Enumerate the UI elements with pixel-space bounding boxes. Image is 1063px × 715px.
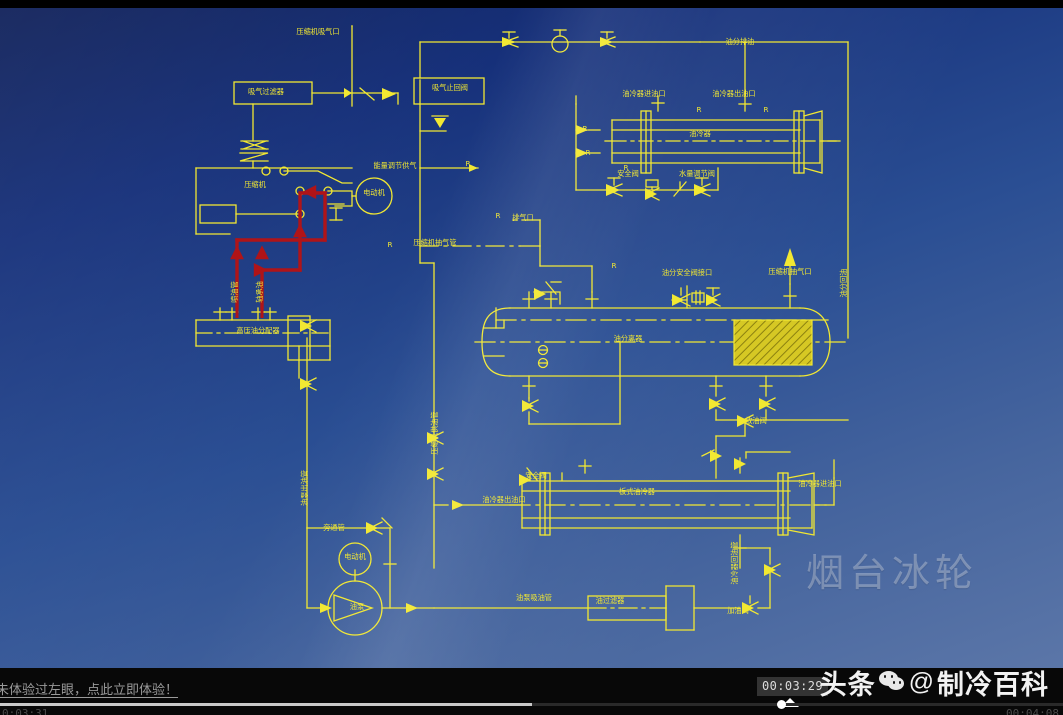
diagram-label: 油过滤器: [596, 596, 625, 605]
diagram-label: 吸气止回阀: [432, 83, 468, 92]
diagram-label: 油泵出油管: [300, 470, 309, 506]
diagram-label: 油冷器进油口: [798, 479, 841, 488]
letterbox-top: [0, 0, 1063, 8]
diagram-label: 水量调节阀: [679, 169, 715, 178]
diagram-label: R: [697, 105, 702, 114]
seek-bar-progress: [0, 703, 532, 706]
diagram-label: R: [764, 105, 769, 114]
diagram-label: R: [586, 148, 591, 157]
diagram-label: 板式油冷器: [619, 487, 655, 496]
diagram-label: 油冷器出油口: [712, 89, 755, 98]
total-duration: 00:04:08: [1006, 707, 1059, 715]
diagram-label: 压缩机供油管: [430, 411, 439, 454]
diagram-label: R: [466, 159, 471, 168]
channel-at-sign: @: [908, 667, 934, 696]
diagram-label: 旁通管: [323, 523, 345, 532]
seek-bar[interactable]: [0, 703, 1063, 706]
diagram-label: 压缩机: [244, 180, 266, 189]
diagram-label: 能量调节供气: [373, 161, 416, 170]
tooltip-caret: [781, 698, 799, 707]
diagram-label: 排气口: [512, 213, 534, 222]
diagram-label: 油分安全阀接口: [662, 268, 712, 277]
diagram-label: 加油阀: [727, 606, 749, 615]
oil-circuit-schematic: 压缩机吸气口吸气过滤器吸气止回阀压缩机能量调节供气电动机排气口油分排油油冷器进油…: [195, 25, 851, 636]
channel-prefix: 头条: [819, 669, 876, 701]
diagram-label: R: [612, 261, 617, 270]
channel-name: 制冷百科: [937, 669, 1049, 701]
diagram-label: 电动机: [344, 552, 366, 561]
diagram-label: 油分排油: [726, 37, 755, 46]
channel-logo: 头条 @ 制冷百科: [820, 660, 1049, 704]
promo-link[interactable]: 未体验过左眼，点此立即体验！: [0, 683, 179, 698]
current-time-tooltip: 00:03:29: [757, 677, 828, 696]
diagram-label: 电动机: [363, 188, 385, 197]
diagram-label: R: [583, 124, 588, 133]
diagram-label: 轴承油: [255, 281, 264, 303]
diagram-label: 压缩机吸气口: [296, 27, 339, 36]
diagram-label: 油冷器: [689, 129, 711, 138]
diagram-label: R: [496, 211, 501, 220]
diagram-label: 喷油管: [230, 281, 239, 303]
diagram-label: 吸气过滤器: [248, 87, 284, 96]
diagram-label: 油分离器: [614, 334, 643, 343]
diagram-label: 放油阀: [745, 416, 767, 425]
video-frame[interactable]: 烟台冰轮: [0, 8, 1063, 668]
diagram-label: 高压油分配器: [236, 326, 279, 335]
diagram-label: 油冷器回油管: [730, 541, 739, 584]
seek-bar-handle[interactable]: [777, 700, 786, 709]
brand-watermark: 烟台冰轮: [806, 551, 979, 595]
diagram-label: 油冷器出油口: [482, 495, 525, 504]
diagram-label: 安全阀: [525, 471, 547, 480]
diagram-label: 油泵: [350, 602, 364, 611]
diagram-label: 油冷器进油口: [622, 89, 665, 98]
diagram-label: 压缩机抽气管: [413, 238, 456, 247]
diagram-label: 油分回油: [839, 269, 848, 298]
diagram-label: 压缩机抽气口: [768, 267, 811, 276]
wechat-icon: [878, 671, 906, 693]
diagram-label: 安全阀: [617, 169, 639, 178]
diagram-label: R: [388, 240, 393, 249]
diagram-label: 油泵吸油管: [516, 593, 552, 602]
elapsed-time: 0:03:31: [2, 707, 49, 715]
diagram-label: R: [624, 163, 629, 172]
